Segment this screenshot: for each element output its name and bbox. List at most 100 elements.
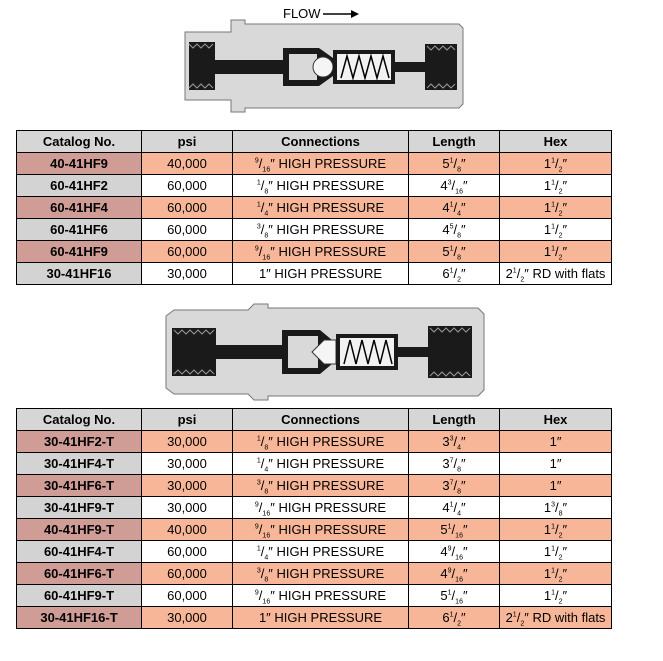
inch-mark: ″ xyxy=(562,522,568,537)
fraction-numerator: 9 xyxy=(254,501,259,509)
header-connections: Connections xyxy=(232,408,409,431)
inch-mark: ″ xyxy=(461,456,466,471)
fraction-numerator: 7 xyxy=(449,479,454,487)
fraction-whole: 6 xyxy=(442,266,450,281)
fraction-denominator: 8 xyxy=(457,488,462,496)
fraction-slash: / xyxy=(260,566,265,581)
fraction-numerator: 1 xyxy=(512,267,517,275)
connections-cell: 9/16″ HIGH PRESSURE xyxy=(232,152,409,175)
fraction-whole: 6 xyxy=(442,610,450,625)
fraction-slash: / xyxy=(453,434,458,449)
hex-cell: 21/2″ RD with flats xyxy=(499,606,612,629)
psi-cell: 40,000 xyxy=(141,518,233,541)
length-cell: 61/2″ xyxy=(408,262,500,285)
fraction-slash: / xyxy=(451,522,456,537)
fraction-slash: / xyxy=(260,456,265,471)
catalog-cell: 60-41HF9 xyxy=(16,240,142,263)
fraction-denominator: 4 xyxy=(457,210,462,218)
inch-mark: ″ xyxy=(270,156,275,171)
catalog-cell: 60-41HF6-T xyxy=(16,562,142,585)
inch-mark: ″ xyxy=(556,456,562,471)
fraction-denominator: 8 xyxy=(457,466,462,474)
catalog-cell: 60-41HF4 xyxy=(16,196,142,219)
fraction-slash: / xyxy=(453,478,458,493)
fraction-whole: 2 xyxy=(505,610,513,625)
header-psi: psi xyxy=(141,130,233,153)
fraction-whole: 1 xyxy=(549,456,557,471)
fraction-slash: / xyxy=(260,200,265,215)
fraction-numerator: 1 xyxy=(256,545,261,553)
connection-type: HIGH PRESSURE xyxy=(276,200,385,215)
header-length: Length xyxy=(408,408,500,431)
fraction-slash: / xyxy=(555,522,559,537)
inch-mark: ″ xyxy=(461,500,466,515)
fraction-slash: / xyxy=(453,456,458,471)
fraction-denominator: 8 xyxy=(264,444,269,452)
fraction-slash: / xyxy=(453,610,458,625)
fraction-numerator: 9 xyxy=(254,157,259,165)
psi-cell: 60,000 xyxy=(141,218,233,241)
fraction-slash: / xyxy=(260,222,265,237)
fraction-slash: / xyxy=(258,522,263,537)
psi-cell: 30,000 xyxy=(141,262,233,285)
connections-cell: 3/8″ HIGH PRESSURE xyxy=(232,218,409,241)
right-threaded-port xyxy=(425,44,457,90)
fraction-denominator: 16 xyxy=(455,532,463,540)
hex-cell: 1″ xyxy=(499,474,612,497)
check-valve-poppet-diagram xyxy=(165,303,485,401)
length-cell: 33/4″ xyxy=(408,430,500,453)
inch-mark: ″ xyxy=(461,266,466,281)
inch-mark: ″ xyxy=(462,178,468,193)
fraction-slash: / xyxy=(451,178,456,193)
fraction-numerator: 3 xyxy=(551,501,555,509)
inch-mark: ″ xyxy=(461,222,466,237)
fraction-slash: / xyxy=(453,266,458,281)
length-cell: 41/4″ xyxy=(408,496,500,519)
fraction-whole: 1 xyxy=(543,244,552,259)
connection-type: HIGH PRESSURE xyxy=(278,156,387,171)
fraction-whole: 4 xyxy=(440,566,448,581)
fraction-numerator: 9 xyxy=(447,567,452,575)
fraction-slash: / xyxy=(260,544,265,559)
fraction-denominator: 2 xyxy=(558,254,563,262)
fraction-numerator: 1 xyxy=(447,589,452,597)
fraction-denominator: 16 xyxy=(262,166,271,174)
connection-type: HIGH PRESSURE xyxy=(274,610,383,625)
fraction-whole: 1 xyxy=(543,178,552,193)
fraction-whole: 5 xyxy=(442,156,450,171)
fraction-denominator: 8 xyxy=(558,510,563,518)
inch-mark: ″ xyxy=(462,544,468,559)
fraction-denominator: 16 xyxy=(262,254,271,262)
inch-mark: ″ xyxy=(268,544,273,559)
fraction-slash: / xyxy=(451,544,456,559)
fraction-denominator: 2 xyxy=(520,620,525,628)
fraction-numerator: 1 xyxy=(551,523,555,531)
fraction-whole: 4 xyxy=(442,200,450,215)
inch-mark: ″ xyxy=(461,244,466,259)
fraction-whole: 5 xyxy=(440,588,448,603)
connection-type: HIGH PRESSURE xyxy=(278,588,387,603)
fraction-numerator: 1 xyxy=(449,245,454,253)
fraction-numerator: 3 xyxy=(256,223,261,231)
flow-label: FLOW xyxy=(283,6,321,21)
catalog-cell: 30-41HF9-T xyxy=(16,496,142,519)
fraction-denominator: 16 xyxy=(455,576,463,584)
inch-mark: ″ xyxy=(461,156,466,171)
length-cell: 49/16″ xyxy=(408,562,500,585)
flow-arrow-icon xyxy=(323,10,359,18)
fraction-denominator: 16 xyxy=(455,598,463,606)
psi-cell: 40,000 xyxy=(141,152,233,175)
header-catalog: Catalog No. xyxy=(16,130,142,153)
fraction-denominator: 4 xyxy=(264,554,269,562)
fraction-denominator: 8 xyxy=(457,232,462,240)
check-valve-ball-diagram: FLOW xyxy=(184,6,464,113)
fraction-numerator: 1 xyxy=(551,157,555,165)
outlet-bore xyxy=(395,62,425,72)
